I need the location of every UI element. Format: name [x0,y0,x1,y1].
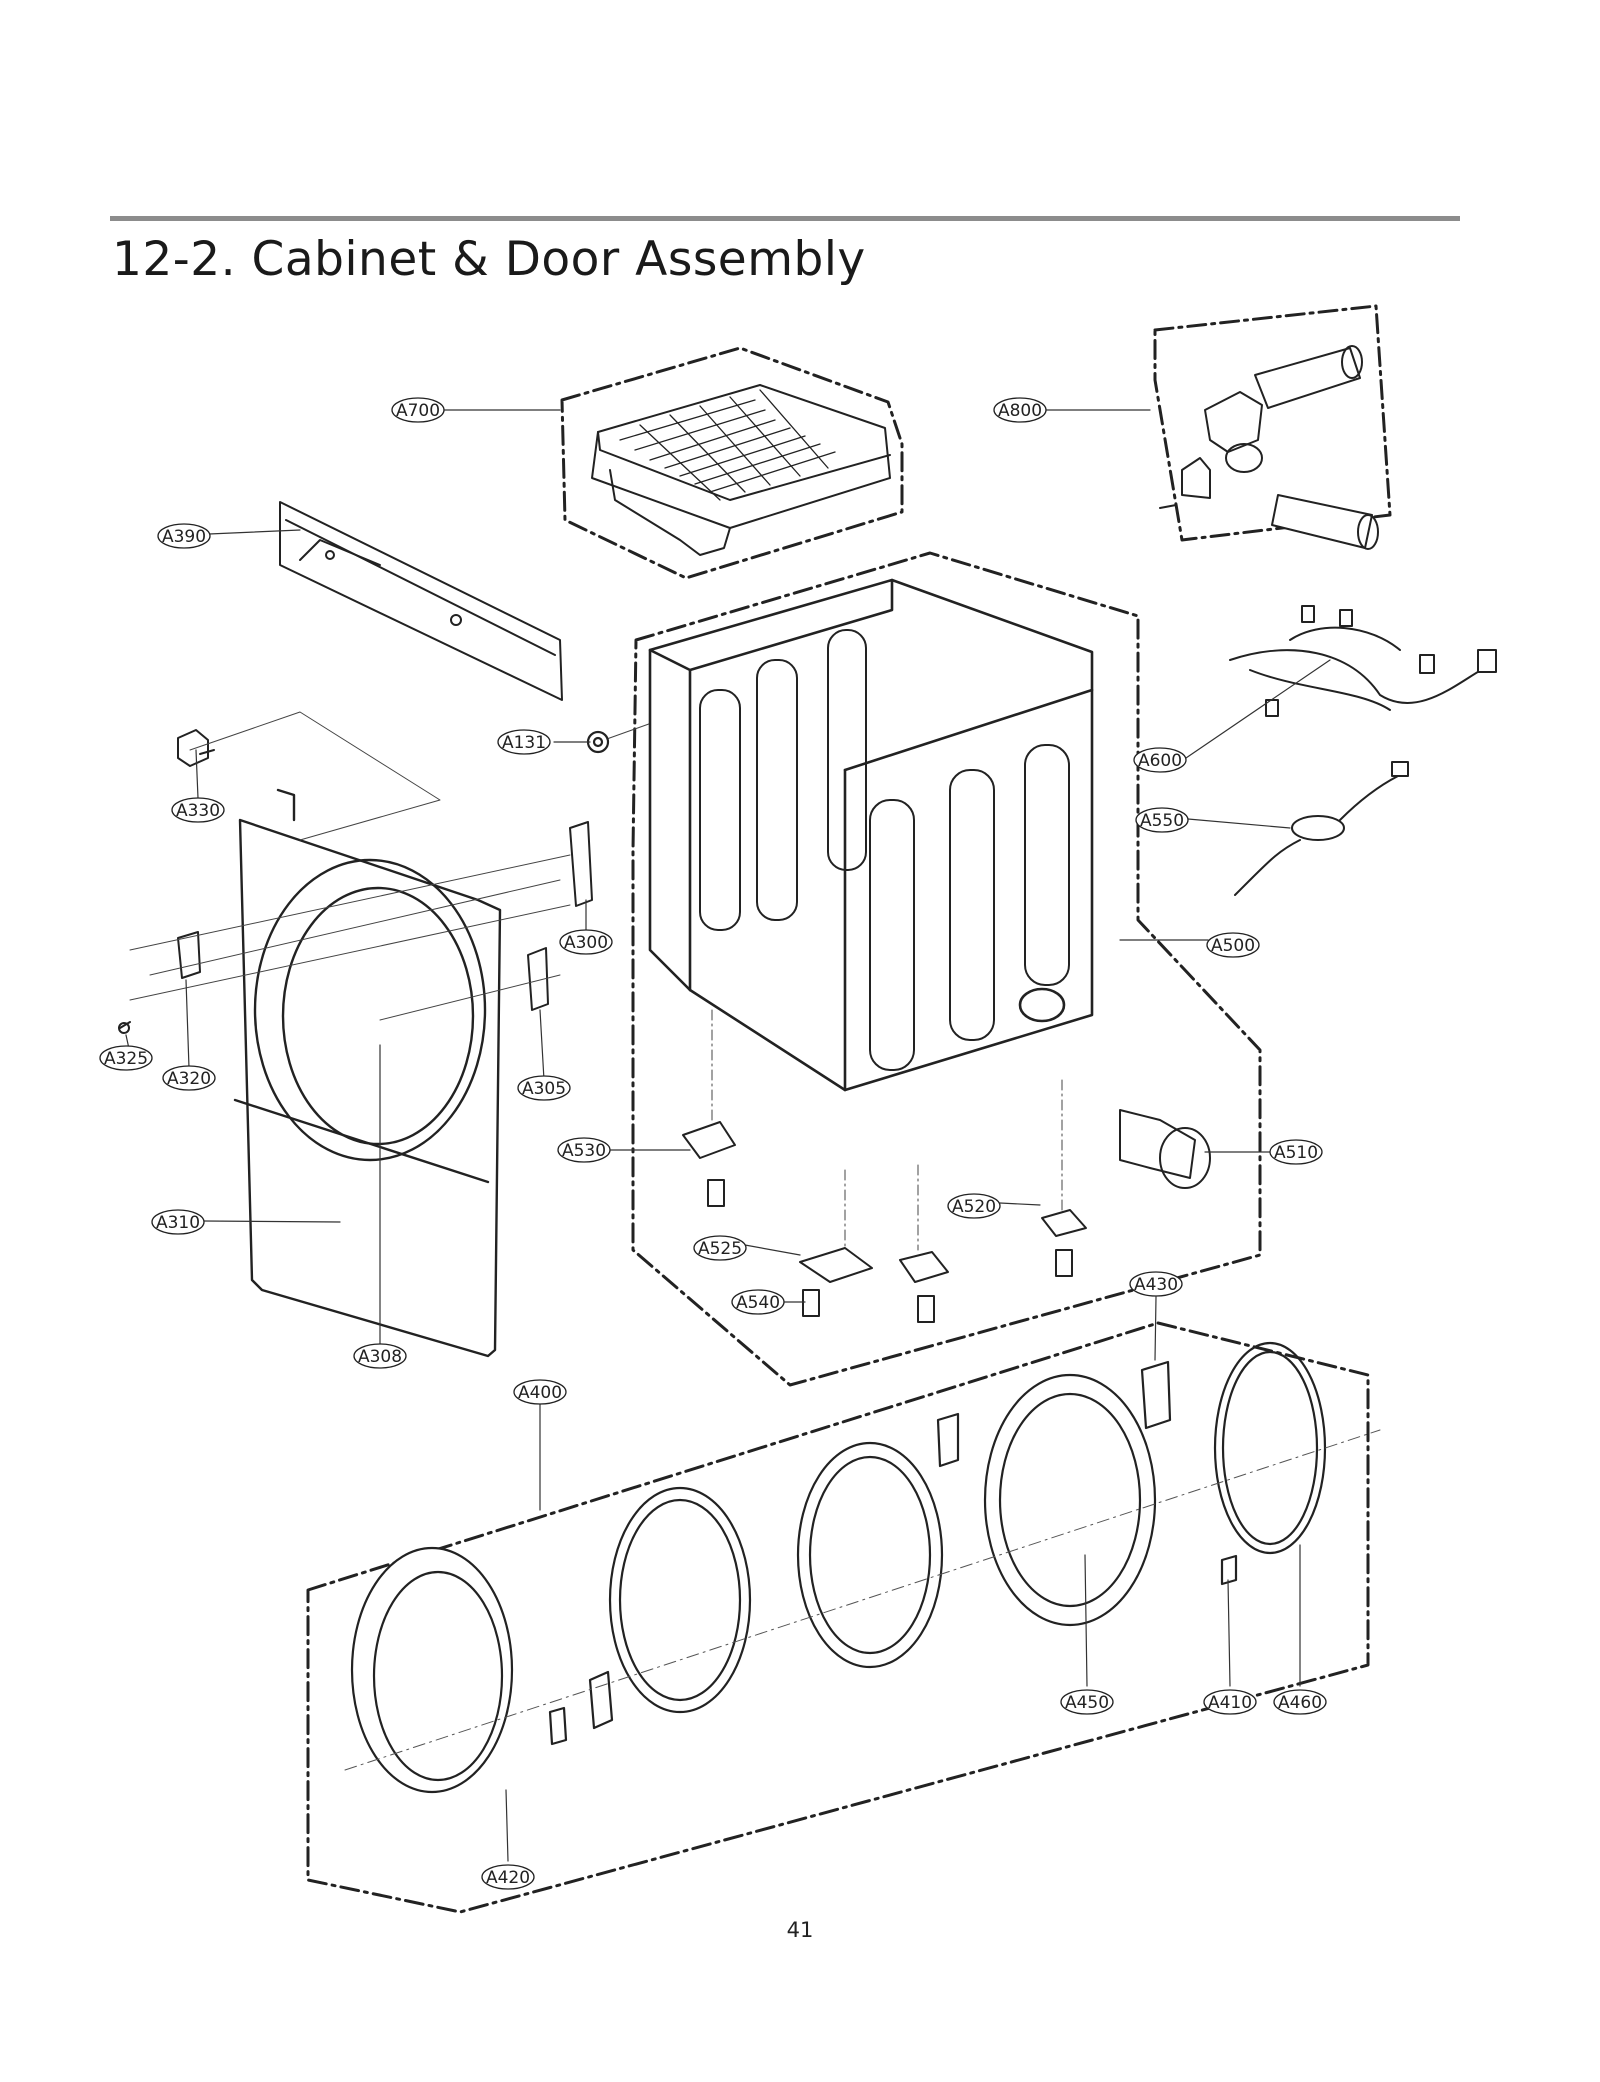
callout-a530: A530 [557,1137,611,1163]
callout-a410: A410 [1203,1689,1257,1715]
callout-label: A300 [564,933,608,953]
callout-label: A325 [104,1049,148,1069]
callout-a540: A540 [731,1289,785,1315]
callout-balloon [1269,1139,1323,1165]
power-cord-part [1234,761,1409,896]
callout-balloon [1273,1689,1327,1715]
callout-balloon [1203,1689,1257,1715]
leveling-feet-parts [682,1121,1087,1323]
callout-label: A800 [998,401,1042,421]
callout-a310: A310 [151,1209,205,1235]
callout-a320: A320 [162,1065,216,1091]
page-title: 12-2. Cabinet & Door Assembly [112,232,866,287]
front-panel-part [233,788,502,1358]
callout-a330: A330 [171,797,225,823]
group-a700-outline [560,346,904,580]
callout-label: A600 [1138,751,1182,771]
callout-balloon [481,1864,535,1890]
wire-harness-part [1229,605,1497,717]
callout-balloon [162,1065,216,1091]
callout-balloon [559,929,613,955]
group-a500-outline [631,551,1262,1387]
callout-balloon [993,397,1047,423]
rear-bracket-part [279,501,563,701]
callout-a308: A308 [353,1343,407,1369]
callout-label: A308 [358,1347,402,1367]
callout-label: A320 [167,1069,211,1089]
callout-label: A550 [1140,811,1184,831]
callout-a700: A700 [391,397,445,423]
callout-balloon [1135,807,1189,833]
dryer-rack-part [591,384,891,556]
callout-balloon [1133,747,1187,773]
cabinet-part [648,578,1094,1092]
callout-a600: A600 [1133,747,1187,773]
callout-label: A540 [736,1293,780,1313]
hinge-bracket-parts [118,821,593,1034]
callout-balloon [497,729,551,755]
callout-balloon [557,1137,611,1163]
callout-a460: A460 [1273,1689,1327,1715]
callout-balloon [731,1289,785,1315]
callout-label: A410 [1208,1693,1252,1713]
callout-balloon [1060,1689,1114,1715]
callout-label: A520 [952,1197,996,1217]
callout-a305: A305 [517,1075,571,1101]
leader-lines [125,409,1331,1862]
door-parts [350,1341,1327,1794]
callout-a450: A450 [1060,1689,1114,1715]
small-clip-part [177,729,215,767]
callout-a500: A500 [1206,932,1260,958]
callout-balloon [1129,1271,1183,1297]
callout-balloon [171,797,225,823]
callout-label: A450 [1065,1693,1109,1713]
callout-a420: A420 [481,1864,535,1890]
callout-balloon [353,1343,407,1369]
callout-a520: A520 [947,1193,1001,1219]
group-a800-outline [1153,304,1392,542]
callout-a325: A325 [99,1045,153,1071]
callout-label: A530 [562,1141,606,1161]
callout-a550: A550 [1135,807,1189,833]
callout-a430: A430 [1129,1271,1183,1297]
duct-kit-part [1159,345,1379,550]
callout-balloon [151,1209,205,1235]
callout-balloon [513,1379,567,1405]
callout-a400: A400 [513,1379,567,1405]
exhaust-vent-part [1119,1109,1211,1189]
callout-label: A305 [522,1079,566,1099]
callout-label: A310 [156,1213,200,1233]
callout-label: A500 [1211,936,1255,956]
callout-balloon [99,1045,153,1071]
callout-a510: A510 [1269,1139,1323,1165]
page-number: 41 [786,1918,814,1942]
callout-a525: A525 [693,1235,747,1261]
callout-label: A390 [162,527,206,547]
callout-balloon [693,1235,747,1261]
callout-a300: A300 [559,929,613,955]
callout-a800: A800 [993,397,1047,423]
callout-balloon [391,397,445,423]
group-a400-outline [306,1321,1370,1914]
callout-label: A510 [1274,1143,1318,1163]
callout-label: A460 [1278,1693,1322,1713]
callout-balloon [157,523,211,549]
callout-a131: A131 [497,729,551,755]
callout-balloon [1206,932,1260,958]
callout-label: A400 [518,1383,562,1403]
callout-label: A131 [502,733,546,753]
knob-part [586,730,610,754]
callout-label: A330 [176,801,220,821]
callout-label: A700 [396,401,440,421]
callout-balloon [947,1193,1001,1219]
header-rule [110,216,1460,221]
callout-label: A525 [698,1239,742,1259]
callout-balloon [517,1075,571,1101]
callout-label: A430 [1134,1275,1178,1295]
callout-label: A420 [486,1868,530,1888]
callout-a390: A390 [157,523,211,549]
